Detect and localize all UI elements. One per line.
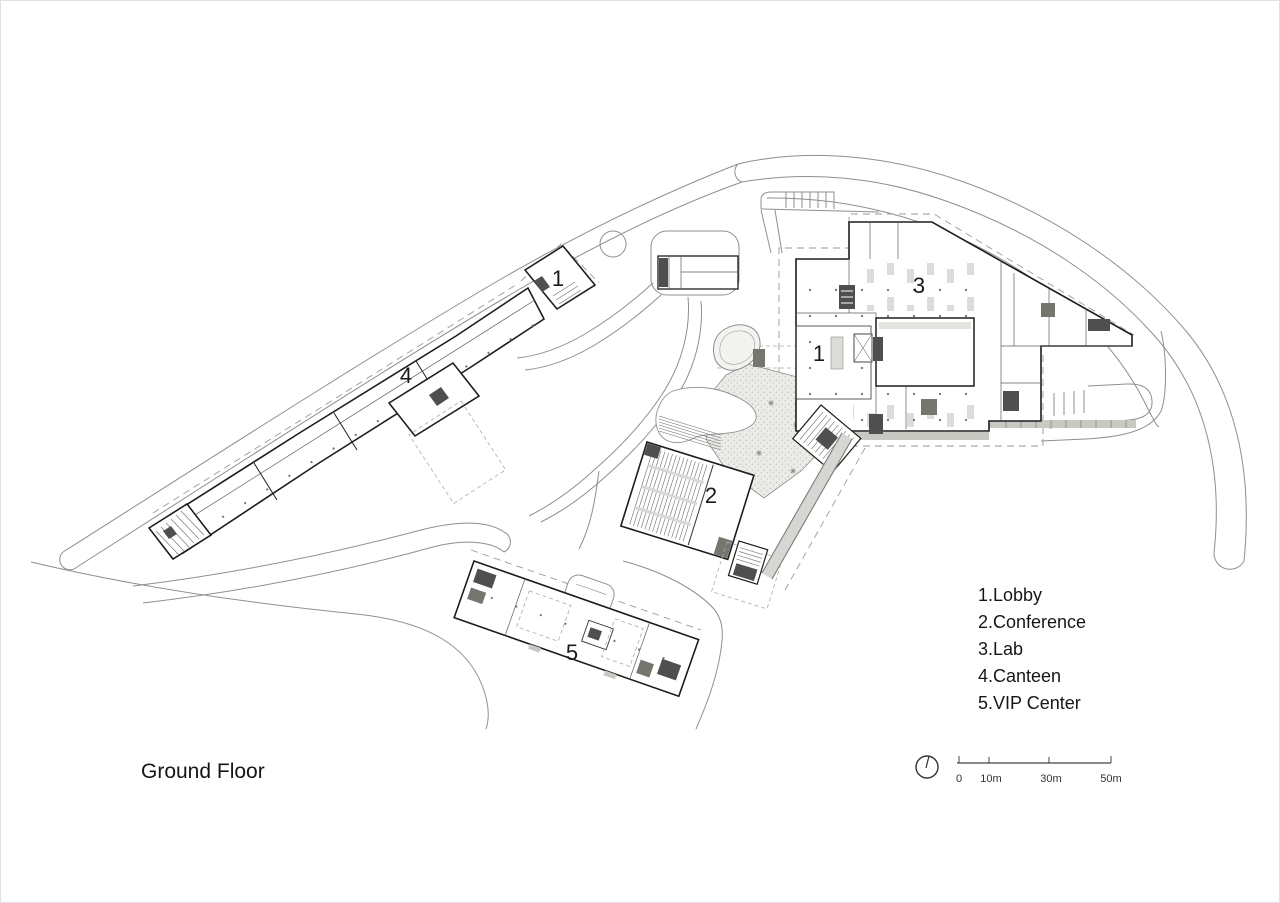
covered-walkway — [727, 432, 853, 585]
building-canteen — [147, 244, 597, 561]
legend-item-canteen: 4.Canteen — [978, 666, 1061, 686]
legend-item-lobby: 1.Lobby — [978, 585, 1042, 605]
legend-item-conference: 2.Conference — [978, 612, 1086, 632]
paving-bands — [796, 420, 1136, 440]
site-roads — [30, 154, 1247, 730]
conference-entry-steps — [658, 415, 722, 451]
label-lobby: 1 — [813, 341, 825, 366]
parking-ticks-top — [785, 192, 827, 208]
scale-tick-30m: 30m — [1040, 773, 1061, 785]
scale-tick-50m: 50m — [1100, 773, 1121, 785]
scale-bar: 0 10m 30m 50m — [956, 756, 1122, 785]
label-canteen-wing: 1 — [552, 266, 564, 291]
scale-tick-0: 0 — [956, 773, 962, 785]
tree-circle — [599, 230, 627, 258]
pond — [713, 324, 761, 371]
legend-item-lab: 3.Lab — [978, 639, 1023, 659]
building-vip-center — [453, 559, 700, 698]
label-vip-center: 5 — [566, 640, 578, 665]
building-gatehouse — [650, 230, 740, 296]
legend: 1.Lobby 2.Conference 3.Lab 4.Canteen 5.V… — [978, 585, 1086, 713]
label-lab: 3 — [913, 273, 925, 298]
label-canteen: 4 — [400, 363, 412, 388]
building-conference — [619, 415, 783, 610]
scale-tick-10m: 10m — [980, 773, 1001, 785]
parking-ticks-right — [1053, 390, 1085, 416]
north-arrow-icon — [915, 755, 939, 779]
drawing-title: Ground Floor — [141, 760, 265, 783]
plan-number-labels: 1 4 3 1 2 5 — [400, 266, 925, 665]
building-lab-lobby-complex — [753, 221, 1133, 473]
legend-item-vip-center: 5.VIP Center — [978, 693, 1081, 713]
label-conference: 2 — [705, 483, 717, 508]
